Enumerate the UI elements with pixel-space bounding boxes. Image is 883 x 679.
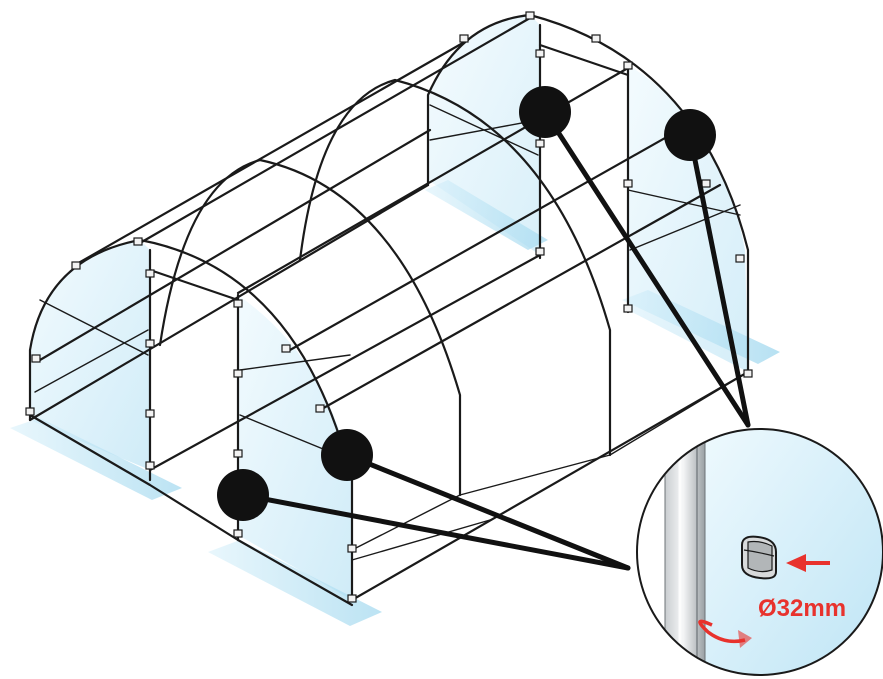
frame-clips xyxy=(25,11,753,603)
zoom-callout: Ø32mm xyxy=(636,428,883,676)
zoom-pipe xyxy=(664,429,706,675)
marker-front-upper xyxy=(321,429,373,481)
location-markers xyxy=(217,86,716,521)
callout-leader-lines xyxy=(240,109,751,571)
marker-front-lower xyxy=(217,469,269,521)
rotate-arrow-icon xyxy=(698,619,752,648)
marker-rear-left xyxy=(519,86,571,138)
snap-clip-icon xyxy=(741,535,777,580)
diameter-label: Ø32mm xyxy=(758,595,846,622)
marker-rear-right xyxy=(664,109,716,161)
push-arrow-icon xyxy=(786,554,830,572)
front-end-wall-film xyxy=(30,240,352,600)
